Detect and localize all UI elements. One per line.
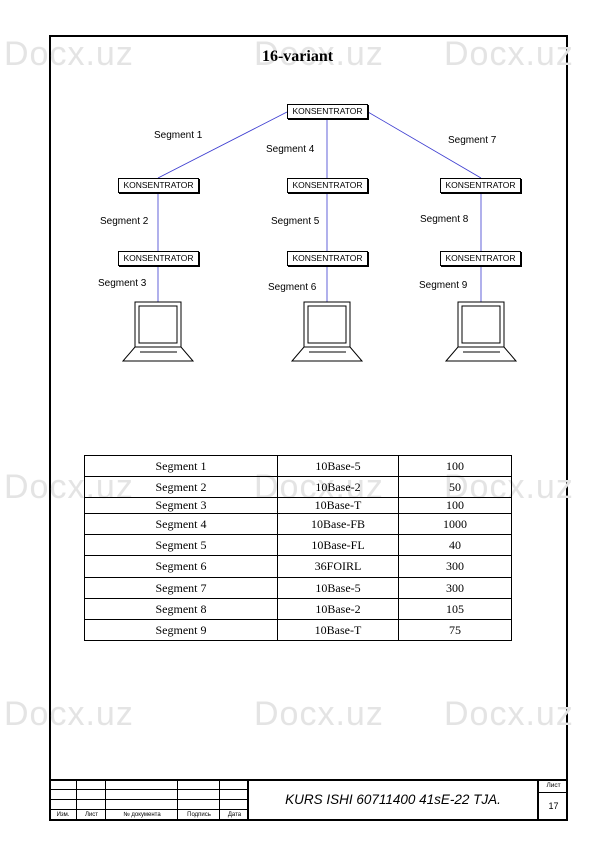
standard-cell: 10Base-FB [277,513,399,535]
konsentrator-node: KONSENTRATOR [118,251,199,266]
standard-cell: 36FOIRL [277,555,399,578]
signature-label: Подпись [187,812,211,818]
konsentrator-node: KONSENTRATOR [440,178,521,193]
konsentrator-node: KONSENTRATOR [118,178,199,193]
segment-name-cell: Segment 1 [84,455,278,477]
konsentrator-node: KONSENTRATOR [287,104,368,119]
watermark: Docx.uz [4,35,134,73]
length-cell: 75 [398,619,512,641]
date-label: Дата [227,812,242,818]
segment-name-cell: Segment 3 [84,497,278,514]
length-cell: 40 [398,534,512,556]
segment-label: Segment 4 [266,144,315,155]
standard-cell: 10Base-5 [277,455,399,477]
length-cell: 100 [398,455,512,477]
watermark: Docx.uz [4,695,134,733]
watermark: Docx.uz [444,35,574,73]
konsentrator-node: KONSENTRATOR [287,251,368,266]
segment-label: Segment 5 [271,216,320,227]
segment-name-cell: Segment 2 [84,476,278,498]
doc-number-label: № документа [123,812,161,818]
length-cell: 105 [398,598,512,620]
document-code: KURS ISHI 60711400 41sE-22 TJA. [285,792,501,807]
watermark: Docx.uz [254,35,384,73]
standard-cell: 10Base-2 [277,476,399,498]
title-block: Изм. Лист № документа Подпись Дата KURS … [49,779,568,821]
segment-name-cell: Segment 5 [84,534,278,556]
watermark: Docx.uz [444,695,574,733]
sheet-number: 17 [548,801,559,811]
segment-label: Segment 2 [100,216,149,227]
segment-label: Segment 9 [419,280,468,291]
length-cell: 100 [398,497,512,514]
segment-name-cell: Segment 8 [84,598,278,620]
standard-cell: 10Base-T [277,497,399,514]
link-segment-7 [367,111,482,179]
length-cell: 300 [398,577,512,599]
segment-label: Segment 6 [268,282,317,293]
segment-label: Segment 1 [154,130,203,141]
standard-cell: 10Base-5 [277,577,399,599]
page-frame [49,35,568,821]
length-cell: 300 [398,555,512,578]
watermark: Docx.uz [254,695,384,733]
segment-name-cell: Segment 4 [84,513,278,535]
izm-label: Изм. [56,812,70,818]
segment-label: Segment 3 [98,278,147,289]
length-cell: 1000 [398,513,512,535]
standard-cell: 10Base-FL [277,534,399,556]
link-segment-1 [157,111,288,179]
segment-name-cell: Segment 9 [84,619,278,641]
segment-label: Segment 7 [448,135,497,146]
computer-icon [290,301,364,362]
sheet-label: Лист [546,782,561,789]
segment-label: Segment 8 [420,214,469,225]
page-title: 16-variant [261,48,334,65]
standard-cell: 10Base-2 [277,598,399,620]
list-label: Лист [84,812,99,818]
computer-icon [444,301,518,362]
konsentrator-node: KONSENTRATOR [440,251,521,266]
computer-icon [121,301,195,362]
konsentrator-node: KONSENTRATOR [287,178,368,193]
segment-name-cell: Segment 6 [84,555,278,578]
length-cell: 50 [398,476,512,498]
segment-name-cell: Segment 7 [84,577,278,599]
standard-cell: 10Base-T [277,619,399,641]
